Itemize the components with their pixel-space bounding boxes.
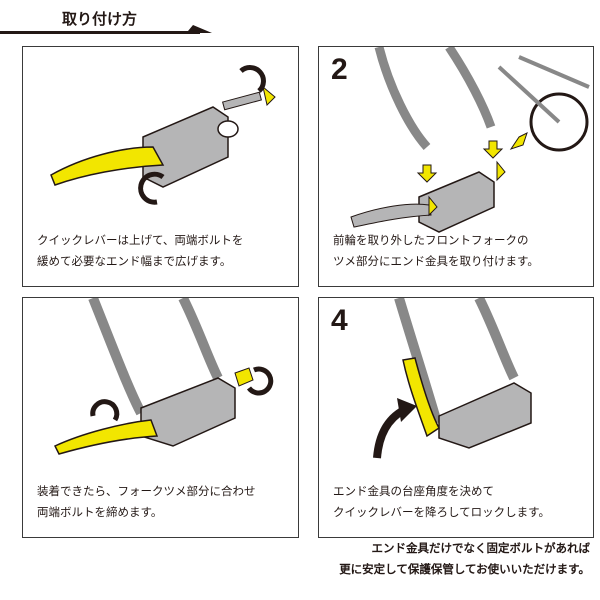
step-3-illustration bbox=[53, 298, 274, 455]
curved-arrow-icon bbox=[373, 406, 407, 459]
rotate-arrow-icon bbox=[246, 366, 274, 396]
quick-release-lever bbox=[402, 357, 440, 438]
down-arrow-icon bbox=[416, 132, 528, 183]
caption-line: クイックレバーを降ろしてロックします。 bbox=[333, 505, 551, 519]
title-underline-arrow bbox=[0, 25, 212, 34]
caption-line: クイックレバーは上げて、両端ボルトを bbox=[37, 233, 244, 247]
step-1-illustration bbox=[50, 65, 276, 205]
step-4-illustration bbox=[373, 298, 532, 459]
caption-line: 両端ボルトを締めます。 bbox=[37, 505, 163, 519]
note-line: エンド金具だけでなく固定ボルトがあれば bbox=[371, 541, 591, 555]
caption-line: エンド金具の台座角度を決めて bbox=[333, 484, 494, 498]
footer-note: エンド金具だけでなく固定ボルトがあれば更に安定して保護保管してお使いいただけます… bbox=[339, 538, 590, 580]
note-line: 更に安定して保護保管してお使いいただけます。 bbox=[339, 562, 590, 576]
end-bracket bbox=[142, 106, 239, 188]
caption-line: 緩めて必要なエンド幅まで広げます。 bbox=[37, 254, 232, 268]
step-3-panel: 装着できたら、フォークツメ部分に合わせ両端ボルトを締めます。 bbox=[22, 297, 299, 538]
step-1-panel: クイックレバーは上げて、両端ボルトを緩めて必要なエンド幅まで広げます。 bbox=[22, 46, 299, 287]
caption-line: 装着できたら、フォークツメ部分に合わせ bbox=[37, 484, 256, 498]
step-4-panel: 4 エンド金具の台座角度を決めてクイックレバーを降ろしてロックします。 bbox=[318, 297, 594, 538]
quick-release-lever bbox=[53, 419, 159, 455]
step-2-illustration bbox=[350, 47, 590, 233]
bicycle-wheel bbox=[529, 92, 589, 152]
step-2-panel: 2 前輪を取り外したフロントフォークのツメ部分にエンド金具を取り付けます。 bbox=[318, 46, 594, 287]
caption-line: ツメ部分にエンド金具を取り付けます。 bbox=[333, 254, 539, 268]
step-number: 4 bbox=[331, 304, 348, 337]
quick-release-lever bbox=[50, 146, 165, 186]
rotate-arrow-icon bbox=[90, 399, 120, 422]
rotate-arrow-icon bbox=[239, 65, 266, 93]
page-title: 取り付け方 bbox=[62, 10, 138, 28]
rotate-arrow-icon bbox=[138, 171, 165, 205]
caption-line: 前輪を取り外したフロントフォークの bbox=[333, 233, 529, 247]
step-number: 2 bbox=[331, 53, 348, 86]
